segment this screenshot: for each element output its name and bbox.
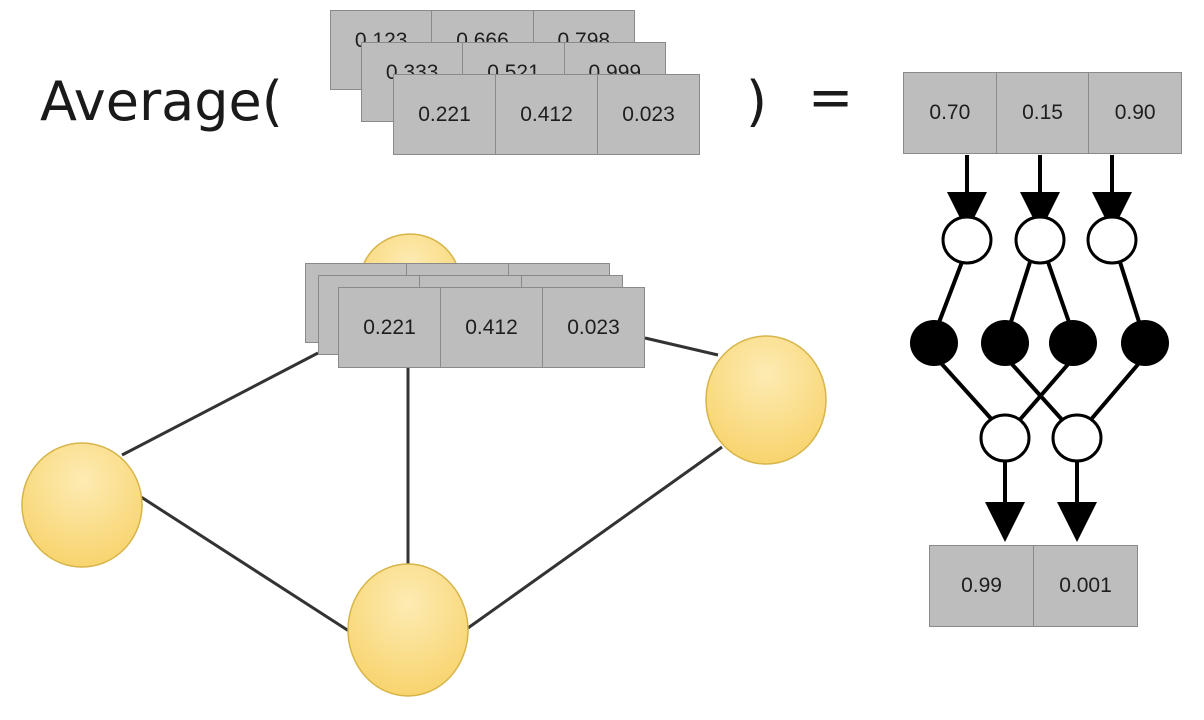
graph-edge — [467, 445, 723, 630]
vector-cell: 0.412 — [496, 75, 598, 154]
graph-vector-front: 0.221 0.412 0.023 — [338, 287, 645, 368]
input-vector-front: 0.221 0.412 0.023 — [393, 74, 700, 155]
graph-node-left — [21, 442, 143, 568]
vector-cell: 0.001 — [1059, 574, 1112, 597]
graph-node-right — [705, 335, 827, 465]
network-edge — [938, 360, 997, 425]
average-function-label: Average( — [40, 70, 283, 133]
close-paren: ) — [746, 70, 768, 133]
output-neuron — [979, 413, 1031, 463]
input-neuron — [941, 215, 993, 265]
graph-edges — [121, 336, 723, 635]
graph-edge — [121, 351, 319, 457]
vector-cell: 0.70 — [904, 73, 997, 153]
network-edge — [1008, 261, 1032, 326]
input-neuron — [1086, 215, 1138, 265]
output-neuron — [1051, 413, 1103, 463]
vector-cell: 0.99 — [930, 546, 1034, 626]
network-edge — [1086, 360, 1142, 425]
input-neuron — [1014, 215, 1066, 265]
hidden-neuron — [981, 320, 1029, 366]
graph-node-bottom — [347, 563, 469, 697]
network-edge — [936, 261, 964, 326]
neural-network — [910, 155, 1169, 542]
averaged-vector: 0.70 0.15 0.90 — [903, 72, 1182, 154]
graph-edge — [137, 493, 353, 635]
output-vector: 0.99 0.001 — [929, 545, 1138, 627]
vector-cell: 0.023 — [567, 315, 620, 339]
vector-cell: 0.023 — [622, 102, 675, 126]
network-edge — [1046, 261, 1072, 326]
vector-cell: 0.221 — [339, 288, 441, 367]
hidden-neuron — [1121, 320, 1169, 366]
network-edge — [1008, 360, 1067, 425]
vector-cell: 0.412 — [441, 288, 543, 367]
hidden-neuron — [1049, 320, 1097, 366]
hidden-neuron — [910, 320, 958, 366]
vector-cell: 0.221 — [394, 75, 496, 154]
network-edge — [1118, 261, 1142, 326]
vector-cell: 0.90 — [1114, 101, 1156, 124]
vector-cell: 0.15 — [997, 73, 1090, 153]
equals-sign: = — [808, 66, 854, 129]
network-edge — [1015, 360, 1072, 425]
graph-edge — [644, 336, 719, 357]
